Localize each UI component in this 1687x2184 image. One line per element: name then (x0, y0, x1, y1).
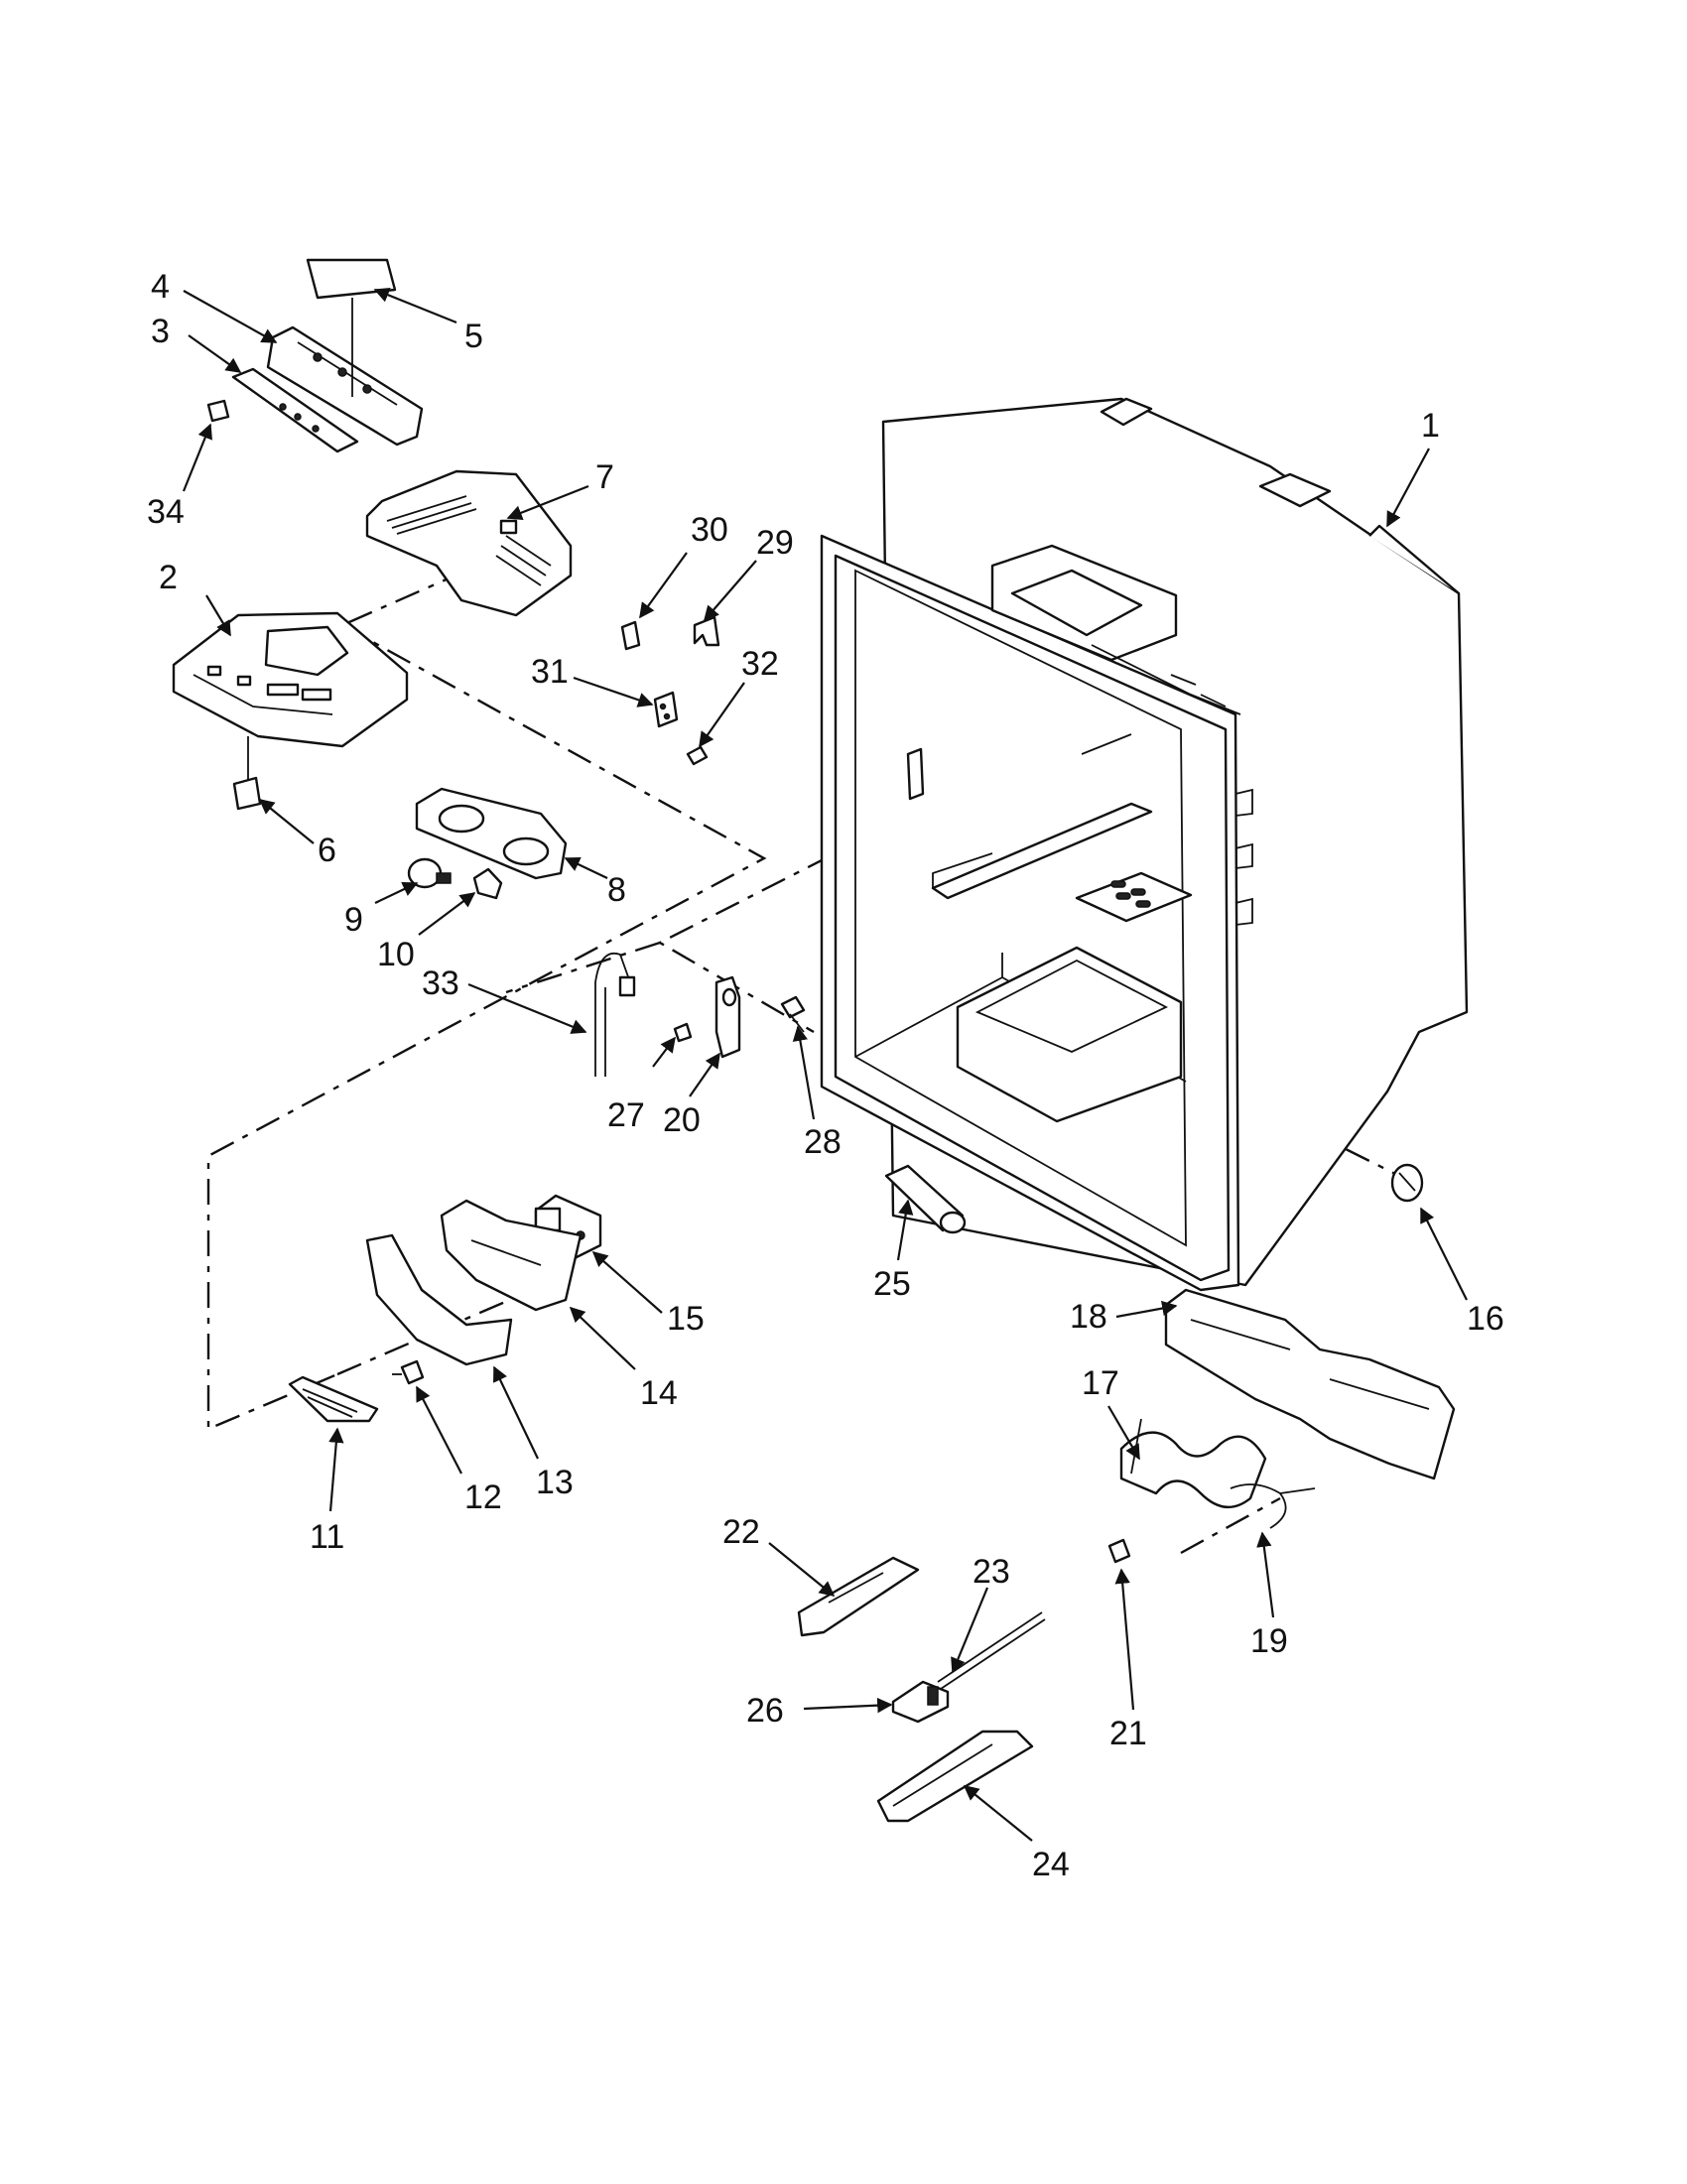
part-34-clip (206, 399, 230, 423)
callout-4: 4 (151, 268, 170, 306)
callout-34: 34 (147, 493, 185, 531)
callout-28: 28 (804, 1123, 842, 1161)
callout-26: 26 (746, 1692, 784, 1730)
callout-9: 9 (344, 901, 363, 939)
part-24-cover (876, 1730, 1034, 1823)
part-26-sensor (891, 1680, 950, 1724)
callout-10: 10 (377, 936, 415, 973)
part-2-control-housing (172, 611, 409, 784)
leader-lines (182, 288, 1468, 1842)
part-32-clip (686, 745, 709, 766)
part-27-clip (673, 1022, 693, 1043)
part-31-hinge (653, 691, 679, 728)
part-25-filter (884, 1164, 967, 1234)
part-23-wire (937, 1611, 1046, 1690)
part-1-liner (820, 397, 1469, 1292)
part-10-socket (472, 867, 503, 900)
callout-labels: 1 2 3 4 5 6 7 8 9 10 11 12 13 14 15 16 1… (147, 268, 1504, 1883)
part-17-heater (1119, 1418, 1267, 1508)
vent-slots (1110, 880, 1151, 908)
callout-5: 5 (464, 318, 483, 355)
part-33-tube (594, 953, 636, 1077)
part-5-cover (306, 258, 397, 397)
callout-29: 29 (756, 524, 794, 562)
callout-32: 32 (741, 645, 779, 683)
part-19-element (1230, 1483, 1316, 1529)
callout-23: 23 (973, 1553, 1010, 1591)
callout-8: 8 (607, 871, 626, 909)
callout-30: 30 (691, 511, 728, 549)
callout-19: 19 (1250, 1622, 1288, 1660)
callout-18: 18 (1070, 1298, 1107, 1336)
part-6-switch (232, 776, 262, 811)
callout-6: 6 (318, 832, 336, 869)
callout-3: 3 (151, 313, 170, 350)
part-12-screw (392, 1359, 425, 1385)
callout-1: 1 (1421, 407, 1440, 445)
part-13-bezel (365, 1233, 513, 1366)
part-20-bracket (714, 975, 741, 1059)
callout-11: 11 (310, 1518, 344, 1556)
callout-21: 21 (1109, 1715, 1147, 1752)
part-8-light-housing (415, 787, 568, 880)
part-14-housing (440, 1199, 583, 1312)
callout-7: 7 (595, 458, 614, 496)
callout-31: 31 (531, 653, 569, 691)
callout-27: 27 (607, 1096, 645, 1134)
callout-20: 20 (663, 1101, 701, 1139)
callout-15: 15 (667, 1300, 705, 1338)
callout-14: 14 (640, 1374, 678, 1412)
callout-24: 24 (1032, 1846, 1070, 1883)
part-28-screw (780, 995, 806, 1033)
callout-25: 25 (873, 1265, 911, 1303)
callout-33: 33 (422, 964, 459, 1002)
part-29-bracket (693, 615, 720, 647)
callout-22: 22 (722, 1513, 760, 1551)
part-30-clip (620, 620, 641, 651)
part-22-bracket (797, 1556, 920, 1637)
part-18-rail (1164, 1288, 1456, 1480)
part-16-knob (1390, 1163, 1424, 1203)
callout-2: 2 (159, 559, 178, 596)
part-3-overlay (231, 367, 359, 453)
part-11-grille (288, 1375, 379, 1423)
callout-13: 13 (536, 1464, 574, 1501)
callout-17: 17 (1082, 1364, 1119, 1402)
part-21-screw (1107, 1538, 1131, 1564)
part-9-bulb (407, 857, 452, 889)
part-7-duct (365, 469, 573, 617)
callout-16: 16 (1467, 1300, 1504, 1338)
callout-12: 12 (464, 1478, 502, 1516)
part-4-control-panel (266, 325, 424, 447)
